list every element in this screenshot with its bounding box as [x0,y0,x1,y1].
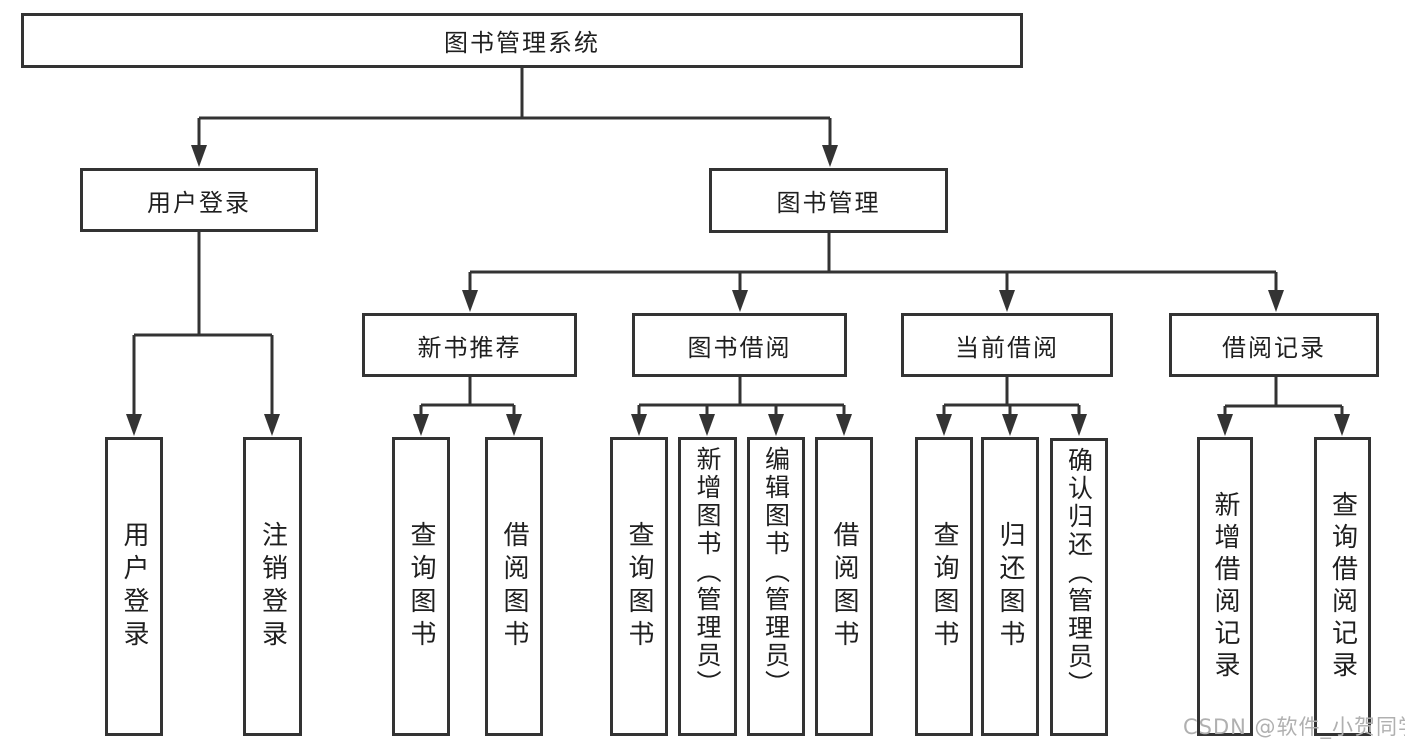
leaf-borrow-books-borrowing: 借阅图书 [815,437,873,736]
leaf-edit-book-admin: 编辑图书（管理员） [747,437,805,736]
node-label: 图书管理系统 [444,29,600,57]
leaf-user-login: 用户登录 [105,437,163,736]
node-label: 用户登录 [147,188,251,217]
node-borrowing-records: 借阅记录 [1169,313,1379,377]
node-current-borrowing: 当前借阅 [901,313,1113,377]
node-label: 新书推荐 [417,333,522,362]
node-label: 查询图书 [929,520,959,653]
leaf-borrow-books-recommend: 借阅图书 [485,437,543,736]
leaf-add-book-admin: 新增图书（管理员） [678,437,737,736]
node-label: 确认归还（管理员） [1064,447,1094,699]
node-label: 新增借阅记录 [1210,490,1240,683]
node-label: 查询借阅记录 [1327,490,1358,683]
node-label: 查询图书 [624,520,654,653]
node-new-book-recommend: 新书推荐 [362,313,577,377]
node-label: 新增图书（管理员） [693,446,722,698]
node-label: 归还图书 [995,520,1025,653]
leaf-query-books-recommend: 查询图书 [392,437,450,736]
leaf-return-book: 归还图书 [981,437,1039,736]
leaf-query-borrow-record: 查询借阅记录 [1314,437,1371,736]
csdn-watermark: CSDN @软件_小贺同学 [1183,715,1405,739]
leaf-logout: 注销登录 [243,437,302,736]
node-label: 借阅图书 [829,520,859,653]
node-book-management: 图书管理 [709,168,948,233]
node-library-system: 图书管理系统 [21,13,1023,68]
leaf-confirm-return-admin: 确认归还（管理员） [1050,438,1108,736]
node-label: 图书管理 [776,189,881,217]
node-label: 注销登录 [257,520,288,653]
node-book-borrowing: 图书借阅 [632,313,847,377]
node-label: 查询图书 [406,520,436,653]
node-user-login: 用户登录 [80,168,318,232]
node-label: 当前借阅 [955,333,1059,362]
leaf-query-books-current: 查询图书 [915,437,973,736]
node-label: 编辑图书（管理员） [761,446,791,698]
leaf-add-borrow-record: 新增借阅记录 [1197,437,1253,736]
node-label: 借阅记录 [1222,333,1326,362]
node-label: 用户登录 [119,520,149,653]
node-label: 图书借阅 [687,333,792,362]
leaf-query-books-borrowing: 查询图书 [610,437,668,736]
node-label: 借阅图书 [499,520,529,653]
